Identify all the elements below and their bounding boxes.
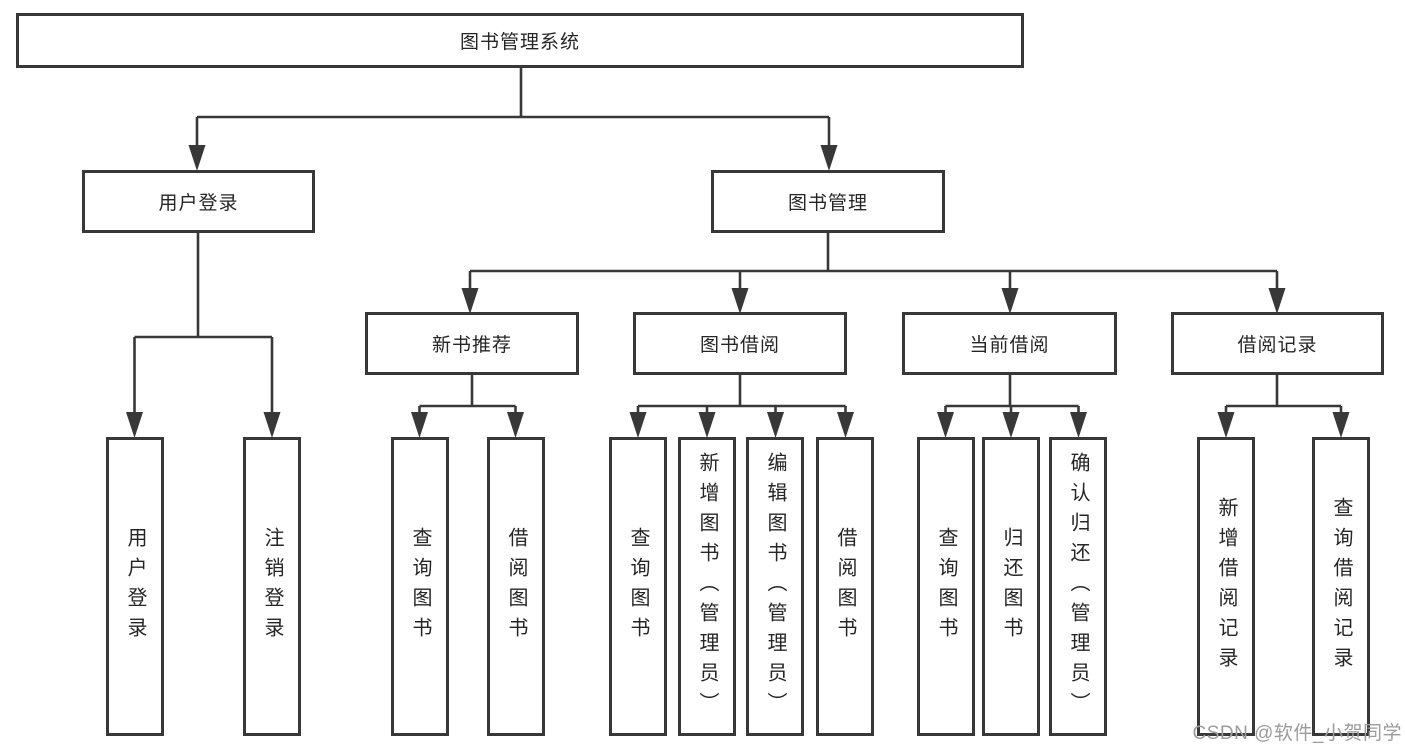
node-current-borrowing: 当前借阅 bbox=[902, 312, 1117, 375]
leaf-label: 查询借阅记录 bbox=[1330, 496, 1352, 677]
leaf-label: 归还图书 bbox=[1000, 526, 1022, 647]
leaf-add-borrow-record: 新增借阅记录 bbox=[1197, 437, 1255, 736]
leaf-add-book-admin: 新增图书（管理员） bbox=[678, 437, 736, 736]
node-label: 新书推荐 bbox=[431, 335, 512, 356]
leaf-label: 新增图书（管理员） bbox=[696, 451, 718, 722]
leaf-label: 借阅图书 bbox=[834, 526, 856, 647]
node-new-book-recommendation: 新书推荐 bbox=[365, 312, 579, 375]
node-label: 用户登录 bbox=[158, 193, 239, 214]
leaf-label: 新增借阅记录 bbox=[1215, 496, 1237, 677]
node-book-borrowing: 图书借阅 bbox=[633, 312, 847, 375]
node-label: 图书管理系统 bbox=[459, 32, 580, 53]
node-label: 图书管理 bbox=[787, 193, 868, 214]
leaf-borrow-books-recommend: 借阅图书 bbox=[487, 437, 545, 736]
node-borrowing-records: 借阅记录 bbox=[1171, 312, 1384, 375]
leaf-query-borrow-record: 查询借阅记录 bbox=[1312, 437, 1370, 736]
node-label: 当前借阅 bbox=[969, 335, 1050, 356]
node-book-management: 图书管理 bbox=[711, 170, 945, 233]
leaf-label: 确认归还（管理员） bbox=[1067, 451, 1089, 722]
leaf-label: 查询图书 bbox=[627, 526, 649, 647]
leaf-label: 用户登录 bbox=[124, 526, 146, 647]
leaf-user-login: 用户登录 bbox=[106, 437, 164, 736]
node-label: 图书借阅 bbox=[699, 335, 780, 356]
node-user-login: 用户登录 bbox=[82, 170, 315, 233]
leaf-confirm-return-admin: 确认归还（管理员） bbox=[1049, 437, 1107, 736]
node-label: 借阅记录 bbox=[1237, 335, 1318, 356]
leaf-logout: 注销登录 bbox=[243, 437, 301, 736]
leaf-label: 编辑图书（管理员） bbox=[764, 451, 786, 722]
leaf-query-books-current: 查询图书 bbox=[917, 437, 975, 736]
leaf-return-books: 归还图书 bbox=[982, 437, 1040, 736]
leaf-label: 查询图书 bbox=[935, 526, 957, 647]
leaf-query-books-borrowing: 查询图书 bbox=[609, 437, 667, 736]
watermark: CSDN @软件_小贺同学 bbox=[1192, 723, 1402, 744]
leaf-label: 借阅图书 bbox=[505, 526, 527, 647]
leaf-label: 查询图书 bbox=[409, 526, 431, 647]
leaf-query-books-recommend: 查询图书 bbox=[391, 437, 449, 736]
leaf-borrow-books-borrowing: 借阅图书 bbox=[816, 437, 874, 736]
node-library-management-system: 图书管理系统 bbox=[16, 13, 1024, 68]
leaf-label: 注销登录 bbox=[261, 526, 283, 647]
leaf-edit-book-admin: 编辑图书（管理员） bbox=[746, 437, 804, 736]
